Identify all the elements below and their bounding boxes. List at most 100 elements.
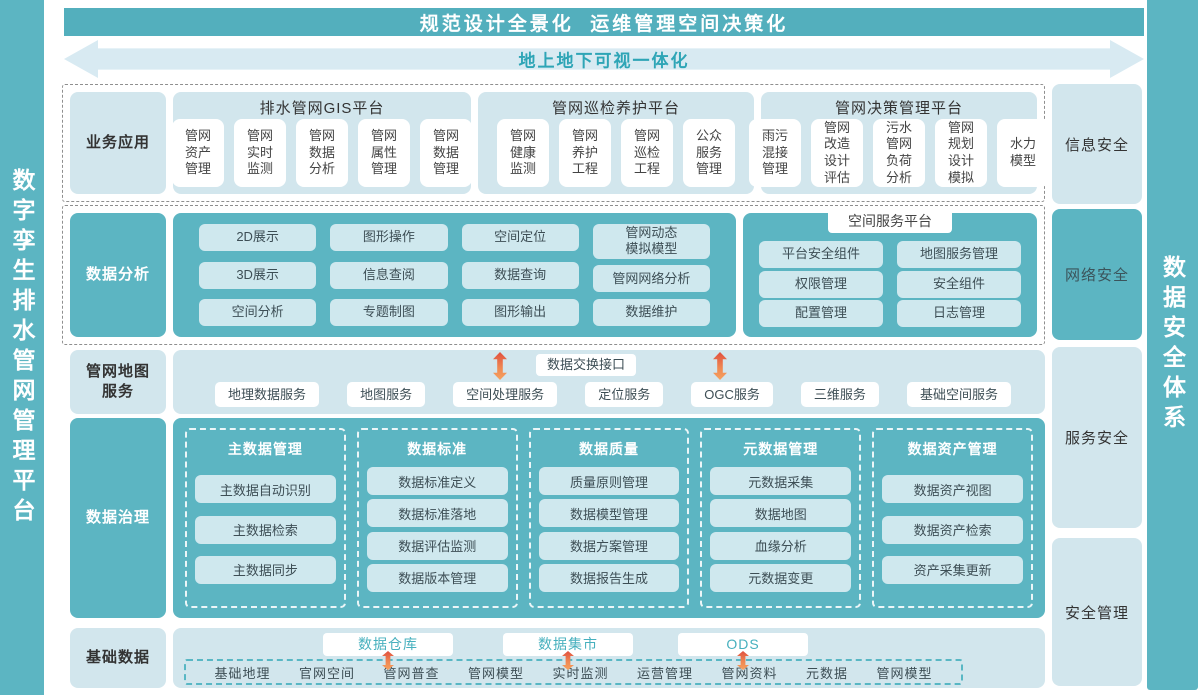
row-map-services: 管网地图 服务 数据交换接口 地理数据服务 地图服务 空间处理服务 定位服务 O… <box>70 350 1045 414</box>
ods-box: ODS <box>678 633 808 656</box>
governance-items: 主数据自动识别 主数据检索 主数据同步 <box>195 463 336 596</box>
data-warehouse-box: 数据仓库 <box>323 633 453 656</box>
row-label-map-service: 管网地图 服务 <box>70 350 166 414</box>
analysis-box: 图形操作 <box>330 224 448 251</box>
governance-box: 数据评估监测 <box>366 531 508 560</box>
row-label-analysis: 数据分析 <box>70 213 166 337</box>
analysis-column: 图形操作 信息查阅 专题制图 <box>330 224 448 326</box>
map-service-box: OGC服务 <box>691 382 773 407</box>
service-box: 配置管理 <box>759 300 883 327</box>
app-card: 管网 改造 设计 评估 <box>811 119 863 187</box>
row-data-governance: 数据治理 主数据管理 主数据自动识别 主数据检索 主数据同步 数据标准 数据标准… <box>70 418 1045 618</box>
governance-column-title: 主数据管理 <box>227 441 303 457</box>
app-card: 雨污 混接 管理 <box>749 119 801 187</box>
spatial-service-column: 地图服务管理 安全组件 日志管理 <box>897 241 1021 327</box>
left-platform-title: 数字孪生排水管网管理平台 <box>9 167 35 528</box>
service-box: 权限管理 <box>759 270 883 298</box>
analysis-box: 2D展示 <box>199 224 317 251</box>
data-source: 官网空间 <box>298 665 355 681</box>
app-card: 管网 数据 管理 <box>420 119 472 187</box>
platform-gis: 排水管网GIS平台 管网 资产 管理 管网 实时 监测 管网 数据 分析 管网 … <box>172 92 472 194</box>
governance-items: 元数据采集 数据地图 血缘分析 元数据变更 <box>710 463 852 596</box>
app-card: 管网 资产 管理 <box>172 119 224 187</box>
bidirectional-arrow-banner: 地上地下可视一体化 <box>64 40 1144 78</box>
governance-box: 元数据采集 <box>710 467 852 496</box>
top-banner-title: 规范设计全景化 运维管理空间决策化 <box>64 8 1144 36</box>
row-label-business: 业务应用 <box>70 92 166 194</box>
app-card: 管网 巡检 工程 <box>621 119 673 187</box>
platform-decision-cards: 雨污 混接 管理 管网 改造 设计 评估 污水 管网 负荷 分析 管网 规划 设… <box>749 119 1049 187</box>
governance-box: 主数据同步 <box>195 555 336 584</box>
platform-gis-title: 排水管网GIS平台 <box>259 100 385 117</box>
security-box-information: 信息安全 <box>1052 84 1142 204</box>
data-source: 实时监测 <box>552 665 609 681</box>
app-card: 水力 模型 <box>997 119 1049 187</box>
row-business-applications: 业务应用 排水管网GIS平台 管网 资产 管理 管网 实时 监测 管网 数据 分… <box>62 84 1049 202</box>
analysis-box: 管网网络分析 <box>592 265 710 293</box>
map-service-box: 三维服务 <box>800 382 879 407</box>
governance-items: 数据资产视图 数据资产检索 资产采集更新 <box>882 463 1023 596</box>
analysis-box: 专题制图 <box>330 299 448 326</box>
analysis-box: 数据查询 <box>461 261 579 289</box>
up-down-arrow-icon <box>737 651 749 670</box>
row-label-base-data: 基础数据 <box>70 628 166 688</box>
up-down-arrow-icon <box>562 651 574 670</box>
analysis-box: 图形输出 <box>461 299 579 326</box>
data-source: 管网资料 <box>721 665 778 681</box>
governance-box: 数据地图 <box>710 499 852 528</box>
left-platform-bar: 数字孪生排水管网管理平台 <box>0 0 44 695</box>
governance-items: 数据标准定义 数据标准落地 数据评估监测 数据版本管理 <box>366 463 508 596</box>
spatial-service-column: 平台安全组件 权限管理 配置管理 <box>759 241 883 327</box>
data-source: 元数据 <box>805 665 848 681</box>
platform-gis-cards: 管网 资产 管理 管网 实时 监测 管网 数据 分析 管网 属性 管理 管网 数… <box>172 119 472 187</box>
base-data-panel: 数据仓库 数据集市 ODS 基础地理 官网空间 管网普查 管网模型 实时监测 运… <box>173 628 1045 688</box>
data-source: 管网模型 <box>467 665 524 681</box>
up-down-arrow-icon <box>493 352 507 380</box>
data-source: 基础地理 <box>214 665 271 681</box>
app-card: 管网 实时 监测 <box>234 119 286 187</box>
up-down-arrow-icon <box>382 651 394 670</box>
platform-decision: 管网决策管理平台 雨污 混接 管理 管网 改造 设计 评估 污水 管网 负荷 分… <box>749 92 1049 194</box>
map-service-panel: 数据交换接口 地理数据服务 地图服务 空间处理服务 定位服务 OGC服务 三维服… <box>173 350 1045 414</box>
governance-box: 数据模型管理 <box>538 499 680 528</box>
governance-column-data-quality: 数据质量 质量原则管理 数据模型管理 数据方案管理 数据报告生成 <box>528 428 690 608</box>
map-service-box: 地图服务 <box>347 382 426 407</box>
governance-box: 数据资产检索 <box>882 515 1023 544</box>
data-source: 管网模型 <box>876 665 933 681</box>
analysis-panel: 2D展示 3D展示 空间分析 图形操作 信息查阅 专题制图 空间定位 数据查询 … <box>173 213 736 337</box>
governance-box: 数据资产视图 <box>882 475 1023 504</box>
security-box-management: 安全管理 <box>1052 538 1142 686</box>
governance-box: 数据标准落地 <box>366 499 508 528</box>
security-box-service: 服务安全 <box>1052 347 1142 528</box>
governance-column-title: 数据质量 <box>578 441 639 457</box>
governance-box: 数据标准定义 <box>366 467 508 496</box>
app-card: 管网 规划 设计 模拟 <box>935 119 987 187</box>
arrow-banner-title: 地上地下可视一体化 <box>518 51 690 71</box>
governance-panel: 主数据管理 主数据自动识别 主数据检索 主数据同步 数据标准 数据标准定义 数据… <box>173 418 1045 618</box>
governance-column-master-data: 主数据管理 主数据自动识别 主数据检索 主数据同步 <box>185 428 346 608</box>
governance-box: 数据报告生成 <box>538 563 680 592</box>
analysis-box: 空间分析 <box>199 299 317 326</box>
analysis-box: 信息查阅 <box>330 261 448 289</box>
data-source: 运营管理 <box>636 665 693 681</box>
governance-box: 数据版本管理 <box>366 563 508 592</box>
app-card: 公众 服务 管理 <box>683 119 735 187</box>
service-box: 地图服务管理 <box>897 241 1021 268</box>
row-data-analysis: 数据分析 2D展示 3D展示 空间分析 图形操作 信息查阅 专题制图 空间定位 … <box>62 205 1045 345</box>
service-box: 平台安全组件 <box>759 241 883 268</box>
service-box: 安全组件 <box>897 270 1021 298</box>
analysis-box: 管网动态 模拟模型 <box>592 224 710 259</box>
spatial-service-columns: 平台安全组件 权限管理 配置管理 地图服务管理 安全组件 日志管理 <box>759 241 1021 327</box>
governance-box: 质量原则管理 <box>538 467 680 496</box>
governance-column-metadata: 元数据管理 元数据采集 数据地图 血缘分析 元数据变更 <box>700 428 862 608</box>
map-service-box: 空间处理服务 <box>453 382 558 407</box>
governance-box: 元数据变更 <box>710 563 852 592</box>
governance-box: 血缘分析 <box>710 531 852 560</box>
map-service-box: 定位服务 <box>585 382 664 407</box>
app-card: 污水 管网 负荷 分析 <box>873 119 925 187</box>
row-base-data: 基础数据 数据仓库 数据集市 ODS 基础地理 官网空间 管网普查 管网模型 实… <box>70 628 1045 688</box>
map-services-list: 地理数据服务 地图服务 空间处理服务 定位服务 OGC服务 三维服务 基础空间服… <box>215 382 1011 407</box>
security-box-network: 网络安全 <box>1052 209 1142 340</box>
governance-items: 质量原则管理 数据模型管理 数据方案管理 数据报告生成 <box>538 463 680 596</box>
